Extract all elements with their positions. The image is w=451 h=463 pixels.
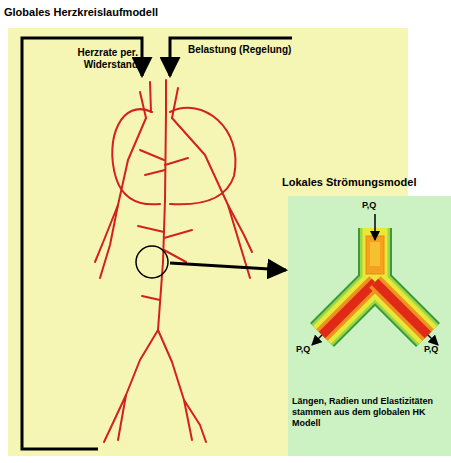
artery [184,400,206,442]
artery [145,170,165,175]
flow-contour [366,236,384,274]
bifurcation-model [322,228,428,335]
artery [104,395,126,442]
artery [138,226,164,232]
flow-contour [322,282,375,335]
artery [142,296,160,300]
flow-contour [322,282,375,335]
flow-arrow [312,335,322,345]
organ-outline [170,108,236,205]
zoom-arrow [170,263,286,270]
artery [158,330,192,440]
flow-contour [322,282,375,335]
flow-label: P,Q [296,344,310,355]
input-arrow [170,38,292,76]
flow-contour [322,282,375,335]
panel-heading: Globales Herzkreislaufmodell [4,6,158,19]
artery [165,80,167,112]
flow-label: P,Q [362,200,376,211]
flow-contour [322,282,375,335]
input-label: Belastung (Regelung) [188,44,291,56]
panel-heading: Lokales Strömungsmodel [282,176,416,189]
artery [150,82,151,112]
artery [164,230,192,238]
detail-circle [136,246,168,278]
flow-contour [375,282,428,335]
artery [172,118,250,278]
artery [95,205,118,262]
arterial-tree [95,80,252,442]
artery [165,158,188,165]
artery [118,330,158,440]
artery [172,88,178,118]
flow-arrow [428,335,438,345]
input-arrow [22,38,142,449]
artery [228,205,252,252]
artery [140,150,164,160]
artery [158,112,166,330]
organ-outline [112,109,160,204]
flow-contour [375,282,428,335]
panel-note: Längen, Radien und Elastizitäten stammen… [292,396,449,428]
artery [100,118,146,278]
flow-label: P,Q [424,344,438,355]
flow-arrow [374,214,376,240]
artery [140,92,146,118]
flow-contour [375,282,428,335]
flow-contour [375,282,428,335]
control-bracket [22,38,292,449]
flow-contour [375,282,428,335]
input-label: Herzrate per. Widerstand [58,47,138,71]
flow-contour [370,242,380,266]
flow-arrows [312,214,438,345]
